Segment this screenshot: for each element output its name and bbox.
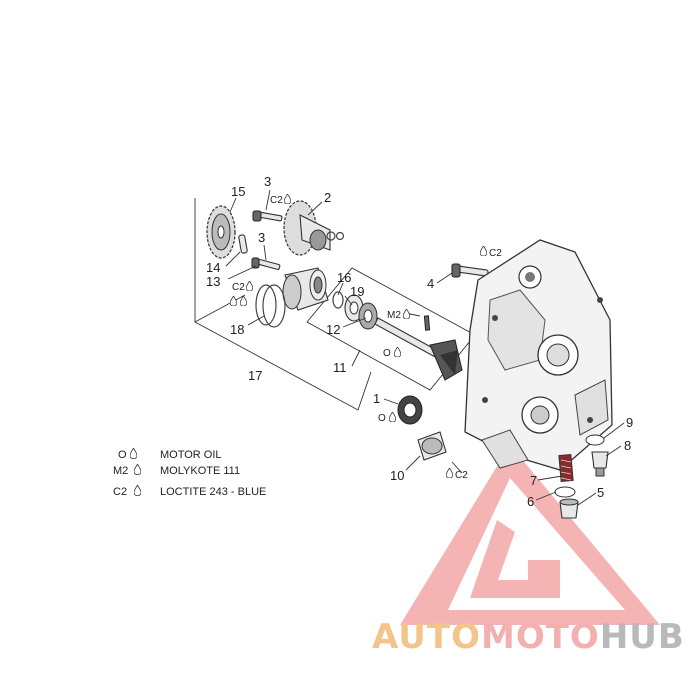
gear-15	[206, 205, 236, 259]
callouts: 15 3 2 3 14 13 16 19 12 18 11 17 4 1 10 …	[206, 174, 633, 509]
callout-3-lower: 3	[258, 230, 265, 245]
drop-icon	[130, 448, 137, 459]
callout-15: 15	[231, 184, 245, 199]
drop-icon	[446, 468, 453, 478]
callout-11: 11	[333, 360, 347, 375]
drop-icon	[230, 296, 237, 306]
marker-c2-lower: C2	[232, 282, 245, 293]
leader-lines	[225, 189, 625, 506]
watermark-auto: AUTO	[372, 617, 481, 657]
drop-icon	[134, 464, 141, 475]
legend-text-molykote: MOLYKOTE 111	[160, 465, 240, 477]
callout-7: 7	[530, 473, 537, 488]
marker-c2-upper: C2	[270, 195, 283, 206]
marker-m2: M2	[387, 310, 401, 321]
callout-18: 18	[230, 322, 244, 337]
marker-o-seal: O	[378, 413, 386, 424]
marker-c2-case: C2	[489, 248, 502, 259]
legend-symbol-oil: O	[118, 449, 127, 461]
watermark-logo	[400, 445, 660, 625]
callout-2: 2	[324, 190, 331, 205]
watermark-hub: HUB	[600, 617, 685, 657]
legend-text-loctite: LOCTITE 243 - BLUE	[160, 486, 266, 498]
callout-10: 10	[390, 468, 404, 483]
callout-16: 16	[337, 270, 351, 285]
washer-6	[554, 486, 576, 498]
bearing-12	[358, 302, 378, 330]
drop-icon	[246, 281, 253, 291]
bolt-4	[451, 263, 489, 278]
watermark-text: AUTOMOTOHUB	[372, 617, 685, 657]
washer-9	[585, 434, 605, 446]
legend-symbol-molykote: M2	[113, 465, 128, 477]
legend-symbol-loctite: C2	[113, 486, 127, 498]
drop-icon	[284, 194, 291, 204]
plug-8	[591, 451, 609, 477]
callout-13: 13	[206, 274, 220, 289]
drop-icon	[403, 309, 410, 319]
legend: O MOTOR OIL M2 MOLYKOTE 111 C2 LOCTITE 2…	[113, 448, 266, 498]
drop-icon	[389, 412, 396, 422]
group-17-frame	[194, 198, 372, 411]
spring-7	[558, 453, 574, 483]
legend-text-oil: MOTOR OIL	[160, 449, 222, 461]
callout-6: 6	[527, 494, 534, 509]
seal-16	[332, 291, 344, 309]
callout-9: 9	[626, 415, 633, 430]
callout-19: 19	[350, 284, 364, 299]
callout-3-upper: 3	[264, 174, 271, 189]
drop-icon	[134, 485, 141, 496]
svg-text:AUTOMOTOHUB: AUTOMOTOHUB	[372, 617, 685, 657]
drop-icon	[480, 246, 487, 256]
callout-14: 14	[206, 260, 220, 275]
watermark-moto: MOTO	[481, 617, 600, 657]
callout-5: 5	[597, 485, 604, 500]
drop-icon	[394, 347, 401, 357]
screw-3-lower	[251, 257, 281, 270]
marker-o-shaft: O	[383, 348, 391, 359]
callout-4: 4	[427, 276, 434, 291]
pin-14	[238, 234, 248, 254]
callout-12: 12	[326, 322, 340, 337]
plug-5	[559, 498, 579, 519]
screw-3-upper	[252, 210, 283, 222]
seal-1	[397, 395, 423, 425]
callout-1: 1	[373, 391, 380, 406]
markers: C2 C2 M2 O O C2 C2	[230, 194, 502, 481]
callout-8: 8	[624, 438, 631, 453]
impeller	[429, 339, 463, 381]
fitting-10	[417, 431, 447, 461]
callout-17: 17	[248, 368, 262, 383]
o-rings-18	[255, 284, 286, 328]
pump-body	[282, 267, 329, 311]
crankcase	[464, 239, 613, 471]
marker-c2-fitting: C2	[455, 470, 468, 481]
